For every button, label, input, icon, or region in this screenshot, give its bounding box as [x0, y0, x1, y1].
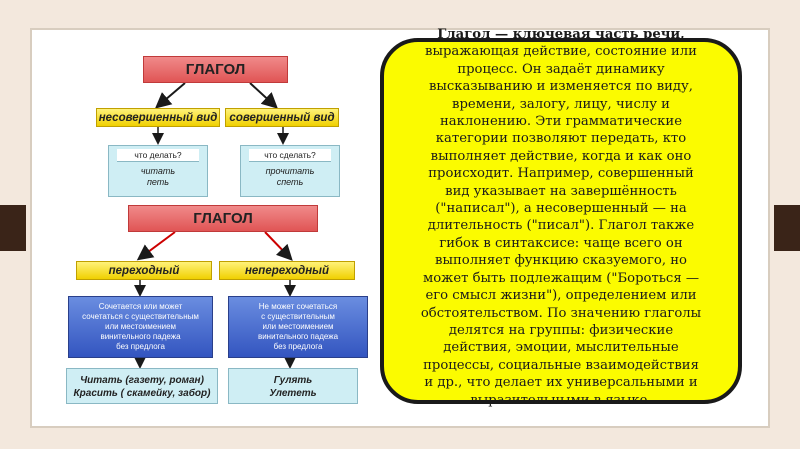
intransitive-description: Не может сочетаться с существительным ил… [228, 296, 368, 358]
intransitive-desc-line: без предлога [273, 342, 323, 351]
intransitive-desc-line: или местоимением [262, 322, 334, 331]
description-line: выполняет функцию сказуемого, но [435, 253, 687, 269]
perfective-example-2: спеть [276, 177, 304, 187]
transitive-example-2: Красить ( скамейку, забор) [73, 388, 211, 399]
description-line: выражающая действие, состояние или [425, 44, 697, 60]
description-line: выразительными в языке. [470, 392, 652, 408]
description-line: его смысл жизни"), определением или [425, 288, 697, 304]
intransitive-desc-line: Не может сочетаться [258, 302, 338, 311]
description-line: категории позволяют передать, кто [435, 131, 687, 147]
description-line: высказыванию и изменяется по виду, [429, 79, 693, 95]
transitive-examples-scroll: Читать (газету, роман) Красить ( скамейк… [66, 368, 218, 404]
intransitive-desc-line: винительного падежа [257, 332, 339, 341]
yellow-callout [380, 38, 742, 404]
transitive-desc-line: без предлога [116, 342, 165, 351]
transitive-desc-line: сочетаться с существительным [82, 312, 199, 321]
transitive-desc-line: или местоимением [104, 322, 177, 331]
imperfective-aspect-box: несовершенный вид [96, 108, 220, 127]
description-line: Глагол — ключевая часть речи, [437, 27, 685, 42]
left-side-tab [0, 205, 26, 251]
transitive-box: переходный [76, 261, 212, 280]
description-line: времени, залогу, лицу, числу и [452, 96, 670, 112]
perfective-aspect-box: совершенный вид [225, 108, 339, 127]
description-line: и др., что делает их универсальными и [424, 375, 698, 391]
description-line: длительность ("писал"). Глагол также [427, 218, 695, 234]
intransitive-desc-line: с существительным [261, 312, 335, 321]
description-line: обстоятельством. По значению глаголы [420, 305, 702, 321]
description-line: может быть подлежащим ("Бороться — [422, 270, 700, 286]
description-line: гибок в синтаксисе: чаще всего он [439, 235, 683, 251]
perfective-example-1: прочитать [265, 166, 315, 176]
verb-header-top: ГЛАГОЛ [143, 56, 288, 83]
description-line: происходит. Например, совершенный [428, 166, 694, 182]
transitive-description: Сочетается или может сочетаться с сущест… [68, 296, 213, 358]
perfective-question: что сделать? [249, 149, 331, 162]
description-line: наклонению. Эти грамматические [439, 114, 683, 130]
description-line: действия, эмоции, мыслительные [443, 340, 679, 356]
description-line: ("написал"), а несовершенный — на [435, 201, 687, 217]
perfective-scroll: что сделать? прочитать спеть [240, 145, 340, 197]
imperfective-example-1: читать [140, 166, 176, 176]
description-line: делятся на группы: физические [448, 322, 674, 338]
imperfective-example-2: петь [146, 177, 170, 187]
transitive-desc-line: винительного падежа [100, 332, 181, 341]
imperfective-scroll: что делать? читать петь [108, 145, 208, 197]
transitive-desc-line: Сочетается или может [98, 302, 183, 311]
description-line: процесс. Он задаёт динамику [457, 61, 665, 77]
imperfective-question: что делать? [117, 149, 199, 162]
description-line: выполняет действие, когда и как оно [430, 148, 692, 164]
intransitive-example-2: Улететь [269, 388, 317, 399]
verb-header-bottom: ГЛАГОЛ [128, 205, 318, 232]
intransitive-examples-scroll: Гулять Улететь [228, 368, 358, 404]
intransitive-example-1: Гулять [273, 375, 313, 386]
transitive-example-1: Читать (газету, роман) [80, 375, 204, 386]
description-line: вид указывает на завершённость [445, 183, 677, 199]
right-side-tab [774, 205, 800, 251]
intransitive-box: непереходный [219, 261, 355, 280]
description-line: процессы, социальные взаимодействия [423, 357, 699, 373]
verb-description-text: Глагол — ключевая часть речи, выражающая … [402, 26, 720, 409]
